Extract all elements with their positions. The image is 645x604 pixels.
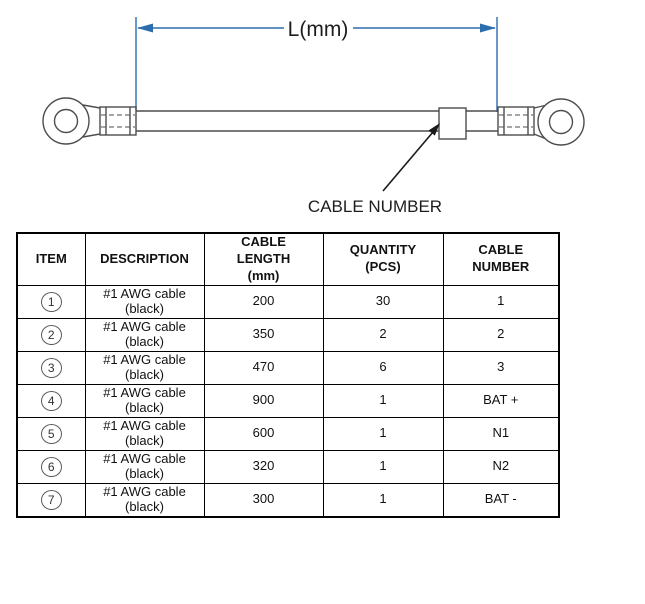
quantity-cell: 6 [322,350,444,385]
item-number-circle: 3 [40,357,62,378]
column-header-cable-length: CABLE LENGTH (mm) [203,232,324,286]
cable-length-cell: 470 [203,350,324,385]
item-cell: 7 [16,482,86,518]
table-row: 3 #1 AWG cable (black) 470 6 3 [16,350,560,385]
description-cell: #1 AWG cable (black) [84,350,205,385]
item-cell: 1 [16,284,86,319]
column-header-item: ITEM [16,232,86,286]
cable-number-cell: 3 [442,350,560,385]
cable-length-cell: 300 [203,482,324,518]
column-header-cable-number: CABLE NUMBER [442,232,560,286]
description-cell: #1 AWG cable (black) [84,482,205,518]
description-cell: #1 AWG cable (black) [84,416,205,451]
item-number-circle: 4 [40,390,62,411]
cable-number-cell: N1 [442,416,560,451]
callout-arrow-icon [382,123,440,192]
item-cell: 6 [16,449,86,484]
table-header-row: ITEM DESCRIPTION CABLE LENGTH (mm) QUANT… [16,232,560,286]
dimension-arrow-left-icon [137,23,153,33]
cable-number-cell: 1 [442,284,560,319]
item-number-circle: 1 [40,291,62,312]
table-row: 5 #1 AWG cable (black) 600 1 N1 [16,416,560,451]
left-ring-terminal [42,97,137,145]
description-cell: #1 AWG cable (black) [84,317,205,352]
quantity-cell: 1 [322,416,444,451]
cable-length-cell: 900 [203,383,324,418]
cable-number-cell: BAT + [442,383,560,418]
item-cell: 3 [16,350,86,385]
item-number-circle: 7 [40,489,62,510]
description-cell: #1 AWG cable (black) [84,383,205,418]
dimension-extension-lines [135,17,498,112]
dimension-line [137,23,496,33]
quantity-cell: 1 [322,482,444,518]
cable-length-cell: 600 [203,416,324,451]
item-number-circle: 5 [40,423,62,444]
cable-length-cell: 350 [203,317,324,352]
table-row: 4 #1 AWG cable (black) 900 1 BAT + [16,383,560,418]
cable-number-cell: N2 [442,449,560,484]
quantity-cell: 1 [322,383,444,418]
table-row: 6 #1 AWG cable (black) 320 1 N2 [16,449,560,484]
table-row: 2 #1 AWG cable (black) 350 2 2 [16,317,560,352]
cable-number-cell: 2 [442,317,560,352]
description-cell: #1 AWG cable (black) [84,449,205,484]
dimension-arrow-right-icon [480,23,496,33]
column-header-quantity: QUANTITY (PCS) [322,232,444,286]
cable-bom-table: ITEM DESCRIPTION CABLE LENGTH (mm) QUANT… [16,232,560,518]
dimension-label: L(mm) [288,18,349,41]
description-cell: #1 AWG cable (black) [84,284,205,319]
cable-body [136,110,498,132]
item-cell: 5 [16,416,86,451]
cable-diagram: L(mm) [42,17,585,216]
column-header-description: DESCRIPTION [84,232,205,286]
item-cell: 2 [16,317,86,352]
callout-label: CABLE NUMBER [308,197,442,216]
item-number-circle: 2 [40,324,62,345]
cable-length-cell: 200 [203,284,324,319]
table-row: 1 #1 AWG cable (black) 200 30 1 [16,284,560,319]
right-ring-terminal [497,98,585,146]
quantity-cell: 1 [322,449,444,484]
quantity-cell: 2 [322,317,444,352]
cable-number-marker [438,107,467,140]
table-row: 7 #1 AWG cable (black) 300 1 BAT - [16,482,560,518]
item-cell: 4 [16,383,86,418]
item-number-circle: 6 [40,456,62,477]
quantity-cell: 30 [322,284,444,319]
cable-number-cell: BAT - [442,482,560,518]
cable-length-cell: 320 [203,449,324,484]
